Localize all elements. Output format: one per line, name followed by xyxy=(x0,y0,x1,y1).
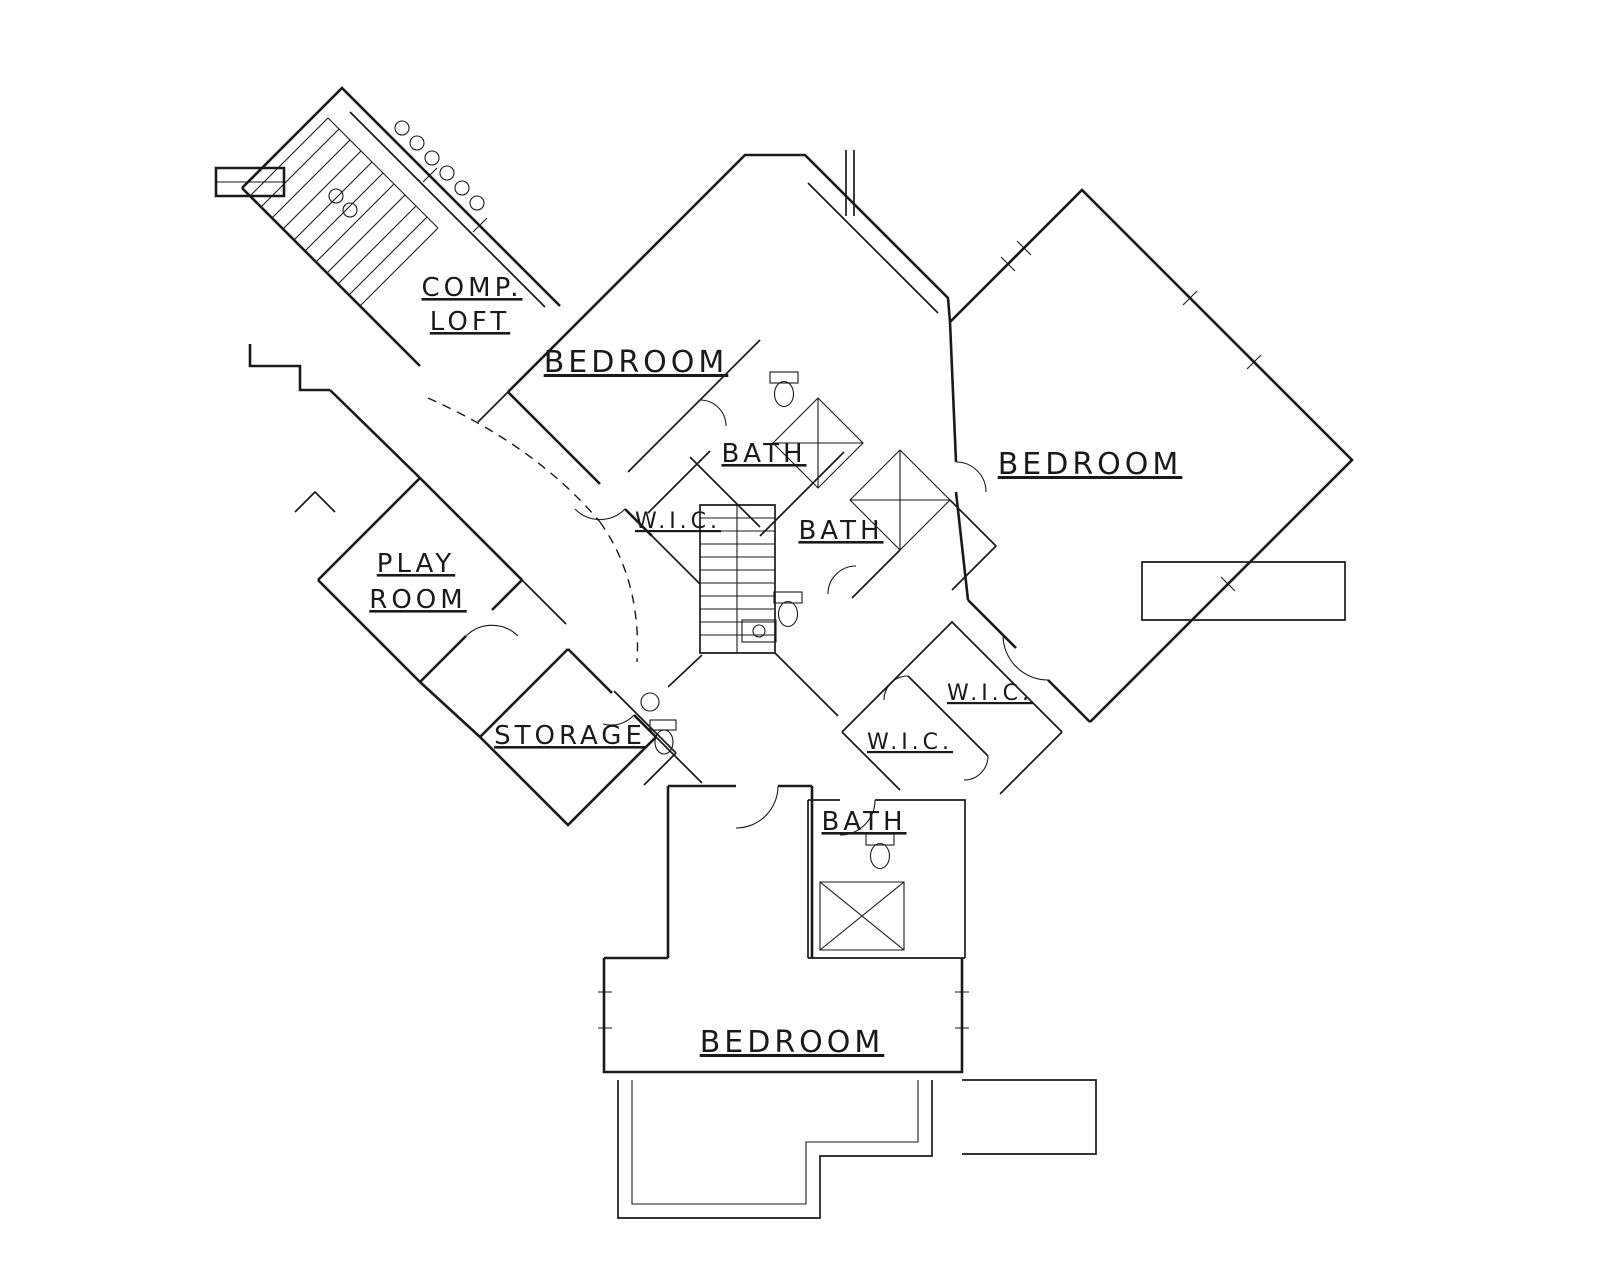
dashed-arc xyxy=(427,397,601,523)
log-end xyxy=(342,202,358,218)
shower-symbol-lower xyxy=(819,881,905,951)
room-label-bath-center: BATH xyxy=(798,516,883,546)
stair-lines xyxy=(249,117,775,653)
stairs-central xyxy=(700,505,775,653)
door-arc xyxy=(827,565,857,595)
deck-inner-line xyxy=(216,181,919,1205)
room-label-wic-right: W.I.C. xyxy=(947,681,1033,706)
log-end-circles xyxy=(328,120,485,218)
toilet-symbol-center xyxy=(773,591,803,628)
wall-bath-lower xyxy=(807,799,966,959)
toilet-symbol-lower xyxy=(865,833,895,870)
interior-walls xyxy=(294,111,1346,1219)
toilet-symbol-upper xyxy=(769,371,799,408)
wall-right-bedroom xyxy=(948,188,1354,723)
fixture-lines xyxy=(640,371,951,951)
door-arc xyxy=(574,508,626,521)
door-arc xyxy=(699,399,727,427)
room-label-comp-loft-line2: LOFT xyxy=(430,307,510,337)
vanity-counter xyxy=(741,619,777,643)
log-end xyxy=(454,180,470,196)
log-end xyxy=(424,150,440,166)
room-label-storage: STORAGE xyxy=(494,721,646,751)
window-ticks xyxy=(422,167,1262,1029)
room-label-wic-mid: W.I.C. xyxy=(867,730,953,755)
door-arc xyxy=(1002,634,1049,681)
log-end xyxy=(469,195,485,211)
wall-bottom-bedroom xyxy=(602,784,964,1074)
shower-symbol-center xyxy=(849,449,951,551)
door-arcs xyxy=(465,399,1049,836)
log-end xyxy=(439,165,455,181)
log-end xyxy=(394,120,410,136)
wall-stair-well xyxy=(667,504,839,717)
deck-outline xyxy=(617,1079,1097,1219)
door-arc xyxy=(602,714,635,726)
room-label-bath-lower: BATH xyxy=(821,807,906,837)
toilet-bowl xyxy=(777,600,799,628)
sink-bowl xyxy=(752,624,766,638)
log-end xyxy=(328,188,344,204)
door-arc xyxy=(735,785,779,829)
dashed-ceiling-lines xyxy=(427,397,639,663)
sink-symbol-bath-center xyxy=(741,619,777,643)
dashed-arc xyxy=(599,521,639,663)
toilet-tank xyxy=(649,719,677,731)
door-arc xyxy=(465,624,519,637)
wall-bay-right-bedroom xyxy=(1141,561,1346,621)
room-label-bedroom-right: BEDROOM xyxy=(998,447,1183,482)
stairs-loft xyxy=(249,117,439,307)
wall-vestibule xyxy=(294,391,703,786)
toilet-tank xyxy=(773,591,803,604)
wall-closets xyxy=(841,499,1063,795)
log-end xyxy=(409,135,425,151)
shower-symbol-upper xyxy=(772,397,864,489)
toilet-bowl xyxy=(773,380,795,408)
room-label-play-room-line2: ROOM xyxy=(369,585,466,615)
wall-central-bedroom xyxy=(507,153,952,537)
wall-storage xyxy=(479,648,657,827)
room-label-comp-loft-line1: COMP. xyxy=(422,273,523,303)
toilet-tank xyxy=(769,371,799,384)
door-arc xyxy=(955,461,987,493)
toilet-tank xyxy=(865,833,895,846)
room-label-play-room-line1: PLAY xyxy=(377,549,455,579)
wall-play-room xyxy=(317,477,523,738)
room-label-bath-top: BATH xyxy=(721,439,806,469)
detail-lines xyxy=(216,120,1262,1205)
room-labels: COMP. LOFT BEDROOM BATH BEDROOM W.I.C. B… xyxy=(369,273,1183,1060)
wall-interior-upper xyxy=(349,111,939,585)
sink-symbol-vestibule xyxy=(640,692,660,712)
room-label-wic-center: W.I.C. xyxy=(635,509,721,534)
door-arc xyxy=(963,755,989,781)
toilet-bowl xyxy=(869,842,891,870)
door-arc xyxy=(839,799,876,836)
room-label-bedroom-bottom: BEDROOM xyxy=(700,1025,885,1060)
room-label-bedroom-top: BEDROOM xyxy=(544,345,729,380)
toilet-symbol-vestibule xyxy=(649,719,677,755)
door-arc xyxy=(883,675,909,701)
